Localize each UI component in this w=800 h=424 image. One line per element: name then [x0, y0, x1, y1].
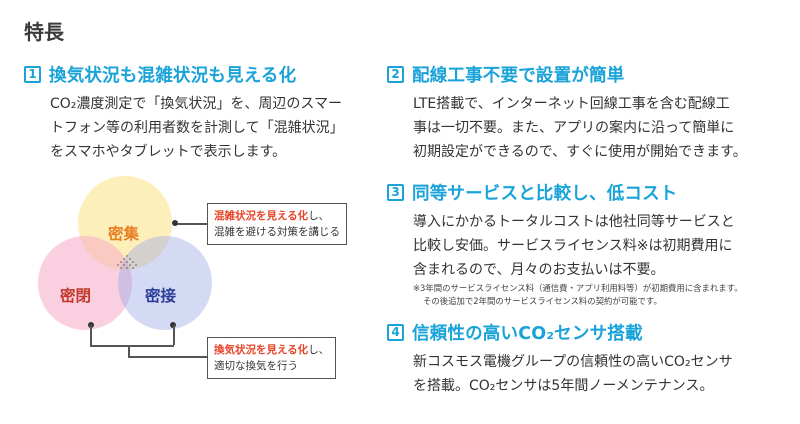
feature-title: 換気状況も混雑状況も見える化	[49, 65, 297, 86]
feature-body: 導入にかかるトータルコストは他社同等サービスと 比較し安価。サービスライセンス料…	[413, 210, 743, 282]
overlap-dots	[117, 255, 137, 269]
venn-label-left: 密閉	[60, 287, 92, 305]
connector-line	[90, 325, 92, 345]
body-line: 初期設定ができるので、すぐに使用が開始できます。	[413, 144, 747, 160]
connector-line	[173, 325, 175, 345]
venn-circle-right	[118, 236, 212, 330]
body-line: CO₂濃度測定で「換気状況」を、周辺のスマー	[50, 96, 342, 112]
callout-text: し、	[308, 344, 330, 356]
body-line: 含まれるので、月々のお支払いは不要。	[413, 262, 665, 278]
feature-body: 新コスモス電機グループの信頼性の高いCO₂センサ を搭載。CO₂センサは5年間ノ…	[413, 350, 733, 398]
feature-number-badge: 2	[387, 65, 404, 83]
feature-title: 信頼性の高いCO₂センサ搭載	[412, 323, 643, 344]
feature-1: 1 換気状況も混雑状況も見える化 CO₂濃度測定で「換気状況」を、周辺のスマー …	[24, 62, 344, 164]
body-line: を搭載。CO₂センサは5年間ノーメンテナンス。	[413, 378, 714, 394]
body-line: 新コスモス電機グループの信頼性の高いCO₂センサ	[413, 354, 733, 370]
venn-circle-left	[38, 236, 132, 330]
feature-title: 配線工事不要で設置が簡単	[412, 65, 625, 86]
body-line: 比較し安価。サービスライセンス料※は初期費用に	[413, 238, 733, 254]
body-line: 事は一切不要。また、アプリの案内に沿って簡単に	[413, 120, 735, 136]
footnote: ※3年間のサービスライセンス料（通信費・アプリ利用料等）が初期費用に含まれます。	[413, 283, 743, 293]
connector-line	[128, 345, 130, 357]
connector-line	[128, 356, 207, 358]
feature-4: 4 信頼性の高いCO₂センサ搭載 新コスモス電機グループの信頼性の高いCO₂セン…	[387, 320, 733, 398]
body-line: トフォン等の利用者数を計測して「混雑状況」	[50, 120, 344, 136]
callout-ventilation: 換気状況を見える化し、 適切な換気を行う	[207, 337, 337, 379]
callout-text: 混雑を避ける対策を講じる	[214, 226, 340, 238]
callout-text: 適切な換気を行う	[214, 360, 298, 372]
footnote: その後追加で2年間のサービスライセンス料の契約が可能です。	[423, 296, 662, 306]
body-line: LTE搭載で、インターネット回線工事を含む配線工	[413, 96, 730, 112]
feature-body: LTE搭載で、インターネット回線工事を含む配線工 事は一切不要。また、アプリの案…	[413, 92, 747, 164]
feature-body: CO₂濃度測定で「換気状況」を、周辺のスマー トフォン等の利用者数を計測して「混…	[50, 92, 344, 164]
venn-diagram: 密集 密閉 密接	[30, 176, 230, 346]
feature-number-badge: 3	[387, 183, 404, 201]
connector-line	[177, 223, 207, 225]
feature-2: 2 配線工事不要で設置が簡単 LTE搭載で、インターネット回線工事を含む配線工 …	[387, 62, 747, 164]
callout-congestion: 混雑状況を見える化し、 混雑を避ける対策を講じる	[207, 203, 347, 245]
venn-label-top: 密集	[108, 225, 140, 243]
page-title: 特長	[24, 20, 64, 44]
feature-number-badge: 4	[387, 323, 404, 341]
callout-text: し、	[308, 210, 330, 222]
body-line: 導入にかかるトータルコストは他社同等サービスと	[413, 214, 735, 230]
feature-number-badge: 1	[24, 65, 41, 83]
feature-title: 同等サービスと比較し、低コスト	[412, 183, 678, 204]
venn-label-right: 密接	[145, 287, 177, 305]
connector-dot	[172, 220, 178, 226]
connector-line	[90, 345, 174, 347]
callout-highlight: 混雑状況を見える化	[214, 210, 309, 222]
body-line: をスマホやタブレットで表示します。	[50, 144, 287, 160]
feature-3: 3 同等サービスと比較し、低コスト 導入にかかるトータルコストは他社同等サービス…	[387, 180, 743, 308]
callout-highlight: 換気状況を見える化	[214, 344, 309, 356]
